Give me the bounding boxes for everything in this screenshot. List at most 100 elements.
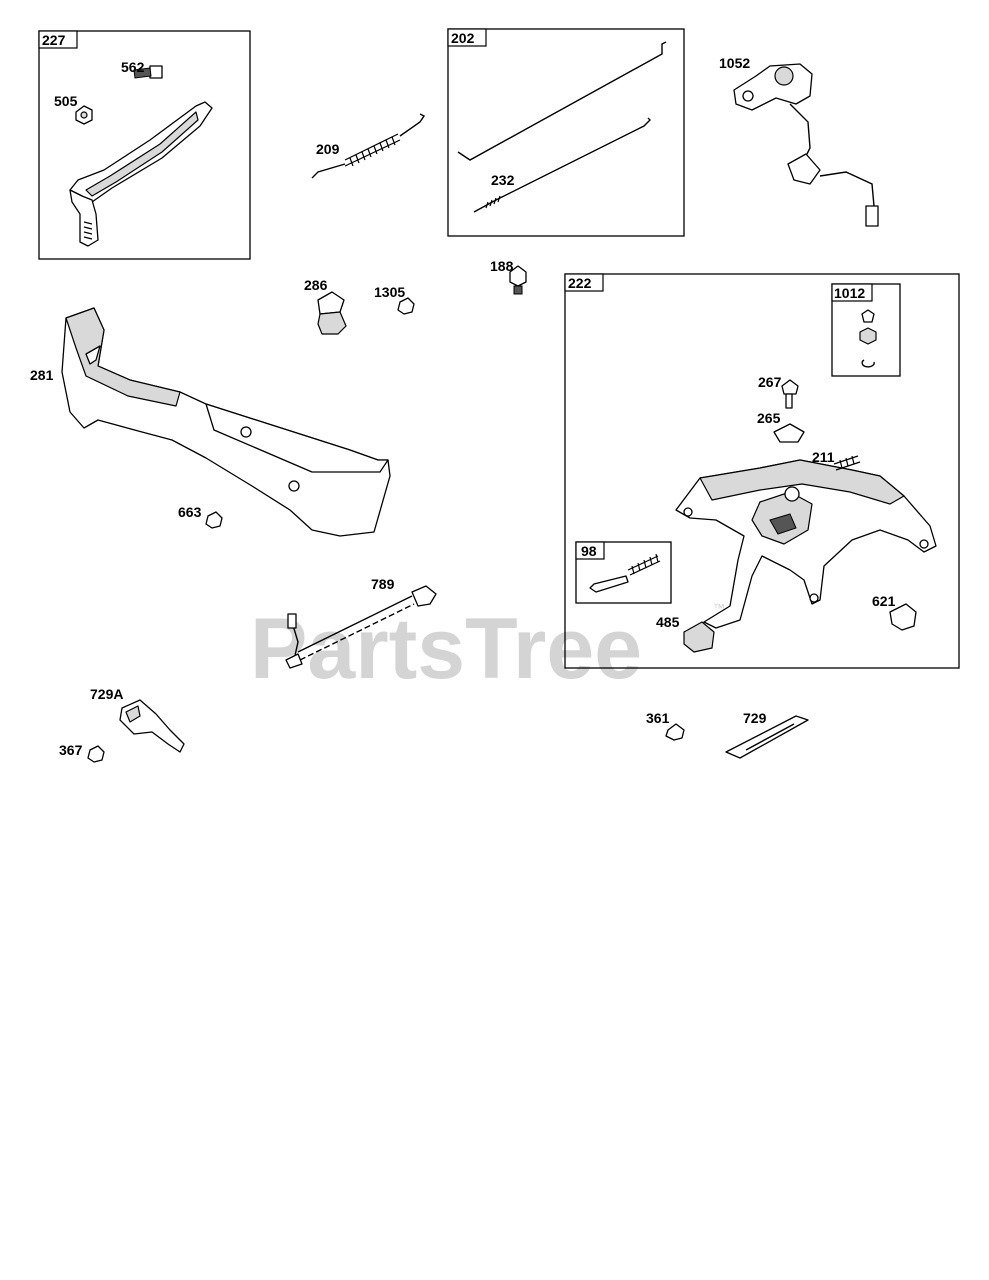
strap-729 [725,715,809,759]
callout-286: 286 [304,277,328,293]
kit-1012-cap [861,309,875,323]
screw-562-shank [133,67,152,79]
callout-663: 663 [178,504,202,520]
cover-281-slot [85,345,101,365]
box-98[interactable]: 98 [575,541,672,604]
part-729A-bracket[interactable]: 729A [90,686,185,753]
part-663-screw[interactable]: 663 [178,504,223,529]
callout-562: 562 [121,59,145,75]
callout-361: 361 [646,710,670,726]
box-202-frame [447,28,685,237]
bumper-286-bracket [317,291,345,315]
callout-729A: 729A [90,686,123,702]
box-202[interactable]: 202 232 [447,28,685,237]
control-lever-grip [83,221,93,240]
bolt-367 [87,745,105,763]
part-789-wire[interactable]: 789 [285,576,437,669]
box-1012-tag [831,283,873,302]
bolt-188-shank [513,285,523,295]
box-227[interactable]: 227 [38,30,251,260]
box-227-label: 227 [42,32,66,48]
part-281-cover[interactable]: 281 [30,307,391,537]
nut-361 [665,723,685,741]
switch-1052-terminal [865,205,879,227]
control-lever-rib [85,111,199,197]
control-bracket-hole-1 [683,507,693,517]
knob-485 [683,621,715,653]
callout-209: 209 [316,141,340,157]
box-202-tag [447,28,487,47]
strap-729-slot [745,723,795,751]
control-bracket-arm [769,513,797,535]
box-1012-label: 1012 [834,285,865,301]
wire-789-lead [291,621,299,661]
callout-232: 232 [491,172,515,188]
box-98-tag [575,541,605,560]
callout-367: 367 [59,742,83,758]
bolt-188-head [509,265,527,287]
screw-663 [205,511,223,529]
spring-209-hook-left [311,163,346,179]
governor-rod [457,41,667,161]
wire-789-terminal [287,613,297,629]
screw-267-head [781,379,799,395]
switch-1052-connector [787,153,821,185]
wire-789-main [297,595,413,653]
switch-1052-wire [789,103,811,161]
switch-1052-lead [819,171,875,207]
part-188-bolt[interactable]: 188 [490,258,527,295]
screw-562-head [149,65,163,79]
callout-188: 188 [490,258,514,274]
clip-621 [889,603,917,631]
callout-1052: 1052 [719,55,750,71]
bumper-286-pad [317,311,347,335]
watermark: PartsTree ™ [250,601,725,697]
nut-505-hole [80,111,88,119]
part-562-screw[interactable]: 562 [121,59,163,79]
kit-1012-clip [861,359,875,368]
part-209-spring[interactable]: 209 [311,113,426,179]
box-227-frame [38,30,251,260]
part-361-nut[interactable]: 361 [646,710,685,741]
clip-265 [773,423,805,443]
callout-267: 267 [758,374,782,390]
wire-789-boot [411,585,437,607]
kit-1012-nut [859,327,877,345]
switch-1052-knob [774,66,794,86]
link-rod-232-spring [485,195,501,209]
callout-505: 505 [54,93,78,109]
callout-281: 281 [30,367,54,383]
control-lever-handle [69,189,99,247]
control-bracket-hole-2 [919,539,929,549]
box-98-frame [575,541,672,604]
bracket-729A [119,699,185,753]
cover-281-hole-1 [240,426,252,438]
part-286-bumper[interactable]: 286 [304,277,347,335]
link-rod-232 [473,117,651,213]
control-bracket-hole-3 [809,593,819,603]
switch-1052-hole [742,90,754,102]
callout-265: 265 [757,410,781,426]
wire-789-end [285,653,303,669]
box-222-tag [564,273,604,292]
screw-1305 [397,297,415,315]
part-367-bolt[interactable]: 367 [59,742,105,763]
part-729-strap[interactable]: 729 [725,710,809,759]
box-222[interactable]: 222 1012 98 267 [564,273,960,669]
box-222-label: 222 [568,275,592,291]
watermark-text: PartsTree [250,601,642,697]
spring-211 [833,455,861,471]
control-bracket-rim [699,459,905,505]
callout-211: 211 [812,449,835,465]
part-505-nut[interactable]: 505 [54,93,93,125]
callout-1305: 1305 [374,284,405,300]
control-bracket-pivot [784,486,800,502]
callout-485: 485 [656,614,680,630]
bracket-729A-tab [125,705,141,723]
box-1012[interactable]: 1012 [831,283,901,377]
part-1052-switch[interactable]: 1052 [719,55,879,227]
part-1305-screw[interactable]: 1305 [374,284,415,315]
callout-729: 729 [743,710,767,726]
wire-789-sheath [299,603,415,661]
